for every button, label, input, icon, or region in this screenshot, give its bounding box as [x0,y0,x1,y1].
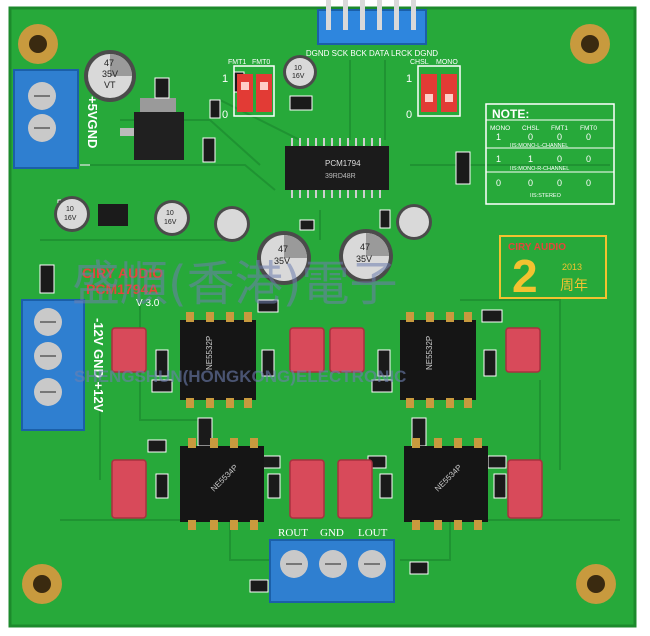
brand-text: CIRY AUDIO [82,265,163,281]
mounting-hole-br [576,564,616,604]
svg-text:47: 47 [360,242,370,252]
capacitor-47uf-top: 47 35V VT [84,50,136,102]
out-label-rout: ROUT [278,527,308,539]
label-5v: +5VGND [85,96,100,148]
svg-text:16V: 16V [292,73,305,80]
note-r0-c2: 0 [557,132,562,142]
note-r1-c1: 1 [528,154,533,164]
note-r0-c0: 1 [496,132,501,142]
mounting-hole-tr [570,24,610,64]
note-r0-c3: 0 [586,132,591,142]
anniversary-logo: CIRY AUDIO 2 2013 周年 [499,235,607,302]
header-pin-labels: DGND SCK BCK DATA LRCK DGND [306,49,438,58]
cap10a-volt: 16V [64,215,77,222]
note-r2-c1: 0 [528,178,533,188]
version-text: V 3.0 [136,298,160,309]
smd-ic-left [98,204,128,226]
terminal-output [269,539,395,603]
smd-resistors [39,71,507,593]
note-r2-label: IIS:STEREO [530,193,562,199]
jumper-chsl-mono [417,65,461,117]
dac-chip-name: PCM1794 [325,159,361,168]
cap10b-volt: 16V [164,219,177,226]
cap-47-volt: 35V [102,69,118,79]
capacitor-10uf-center [214,206,250,242]
opamp-bottom-left: NE5534P [180,438,264,530]
jumper-mono-label: MONO [436,59,458,66]
i2s-header [317,0,427,45]
jumper-fmt0-label: FMT0 [252,59,270,66]
capacitor-10uf-left: 10 16V [54,196,90,232]
anniv-suffix: 周年 [560,278,588,294]
terminal-5v [13,69,79,169]
capacitor-47uf-center-right: 47 35V [339,229,393,283]
svg-text:10: 10 [294,65,302,72]
opamp-top-left: NE5532P [180,312,256,408]
model-text: PCM1794A [86,281,158,297]
note-r2-c2: 0 [557,178,562,188]
capacitor-10uf-top: 10 16V [283,55,317,89]
note-r0-label: IIS:MONO-L-CHANNEL [510,143,568,149]
svg-text:35V: 35V [356,254,372,264]
capacitor-10uf-right [396,204,432,240]
out-label-lout: LOUT [358,527,388,539]
out-label-gnd: GND [320,527,344,539]
label-12v: -12V GND +12V [91,318,106,413]
note-r2-c3: 0 [586,178,591,188]
svg-text:47: 47 [278,244,288,254]
jumper-fmt1-label: FMT1 [228,59,246,66]
note-r1-c2: 0 [557,154,562,164]
note-header-3: FMT0 [580,125,597,132]
note-header-2: FMT1 [551,125,568,132]
watermark-en: SHENGSHUN(HONGKONG)ELECTRONIC [74,367,406,386]
jumper-fmt-num-0: 0 [222,109,228,121]
cap-47-brand: VT [104,80,116,90]
note-r1-c0: 1 [496,154,501,164]
opamp-bottom-right: NE5534P [404,438,488,530]
svg-text:35V: 35V [274,256,290,266]
note-r0-c1: 0 [528,132,533,142]
anniv-brand: CIRY AUDIO [508,242,566,253]
anniv-year: 2013 [562,262,582,272]
voltage-regulator [120,98,184,160]
watermark-cn: 盛順(香港)電子 [72,256,397,312]
note-header-0: MONO [490,125,510,132]
opamp-tr-label: NE5532P [425,336,434,370]
note-header-1: CHSL [522,125,540,132]
cap10b-v: 10 [166,210,174,217]
jumper-chsl-label: CHSL [410,59,429,66]
note-r1-label: IIS:MONO-R-CHANNEL [510,166,569,172]
capacitor-47uf-center-left: 47 35V [257,231,311,285]
film-capacitors [111,327,543,519]
board-substrate [10,8,635,626]
opamp-top-right: NE5532P [400,312,476,408]
cap-47-v: 47 [104,58,114,68]
note-r1-c3: 0 [586,154,591,164]
dac-chip: PCM1794 39RD48R [285,138,389,198]
jumper-fmt-num-1: 1 [222,73,228,85]
dac-chip-code: 39RD48R [325,173,356,180]
jumper-mono-num-1: 1 [406,73,412,85]
note-title: NOTE: [492,107,529,121]
capacitor-10uf-mid: 10 16V [154,200,190,236]
mounting-hole-bl [22,564,62,604]
mounting-hole-tl [18,24,58,64]
jumper-fmt [233,65,275,117]
note-box [485,103,615,205]
anniv-number: 2 [512,250,538,302]
jumper-mono-num-0: 0 [406,109,412,121]
terminal-12v [21,299,85,431]
cap10a-v: 10 [66,206,74,213]
opamp-tl-label: NE5532P [205,336,214,370]
note-r2-c0: 0 [496,178,501,188]
